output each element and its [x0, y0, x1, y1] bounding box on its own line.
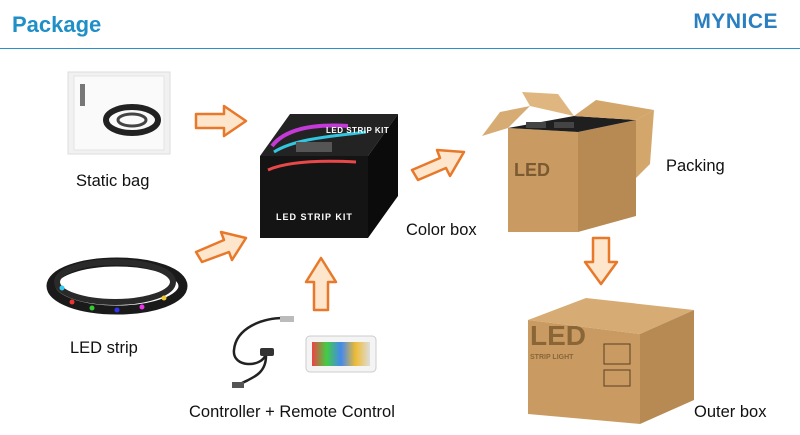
- arrow-box-to-packing-icon: [410, 144, 466, 180]
- controller-remote-image: [222, 316, 380, 390]
- led-strip-image: [42, 252, 192, 322]
- label-led-strip: LED strip: [70, 339, 138, 358]
- arrow-bag-to-box-icon: [196, 106, 248, 136]
- label-static-bag: Static bag: [76, 172, 149, 191]
- packing-carton-image: [478, 92, 658, 234]
- color-box-front-text: LED STRIP KIT: [276, 212, 353, 222]
- static-bag-image: [68, 72, 170, 154]
- outer-box-image: [522, 296, 698, 426]
- outer-box-led-text: LED: [530, 320, 586, 352]
- label-color-box: Color box: [406, 221, 477, 240]
- page-title: Package: [12, 12, 101, 38]
- label-outer-box: Outer box: [694, 403, 766, 422]
- label-controller-remote: Controller + Remote Control: [189, 403, 395, 422]
- color-box-top-text: LED STRIP KIT: [326, 126, 389, 135]
- header-divider: [0, 48, 800, 49]
- packing-carton-led-text: LED: [514, 160, 550, 181]
- arrow-packing-to-outer-icon: [584, 238, 618, 284]
- arrow-controller-to-box-icon: [306, 258, 336, 310]
- outer-box-strip-light-text: STRIP LIGHT: [530, 354, 573, 361]
- arrow-strip-to-box-icon: [196, 228, 248, 264]
- brand-logo: MYNICE: [693, 10, 778, 34]
- label-packing: Packing: [666, 157, 725, 176]
